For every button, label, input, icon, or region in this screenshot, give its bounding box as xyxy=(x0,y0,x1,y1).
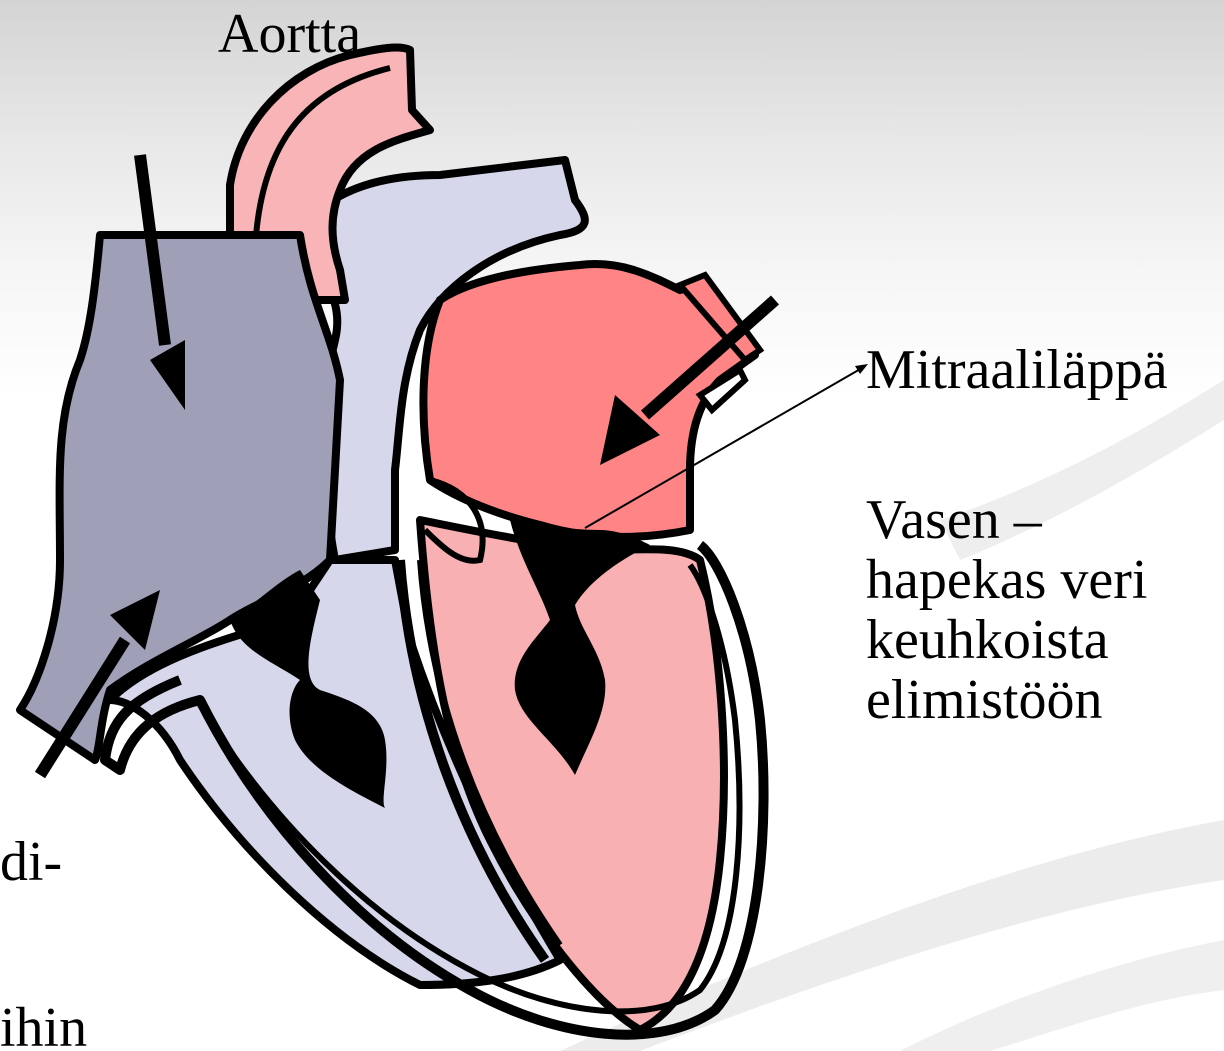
cut-text-right-side-2: ihin xyxy=(0,1000,87,1051)
cut-text-right-side-1: di- xyxy=(0,834,62,890)
label-aorta: Aortta xyxy=(218,6,361,62)
left-side-line: elimistöön xyxy=(866,670,1147,730)
left-side-description: Vasen – hapekas veri keuhkoista elimistö… xyxy=(866,490,1147,730)
left-side-line: hapekas veri xyxy=(866,550,1147,610)
left-side-line: keuhkoista xyxy=(866,610,1147,670)
label-mitral-valve: Mitraaliläppä xyxy=(866,342,1168,398)
left-side-line: Vasen – xyxy=(866,490,1147,550)
